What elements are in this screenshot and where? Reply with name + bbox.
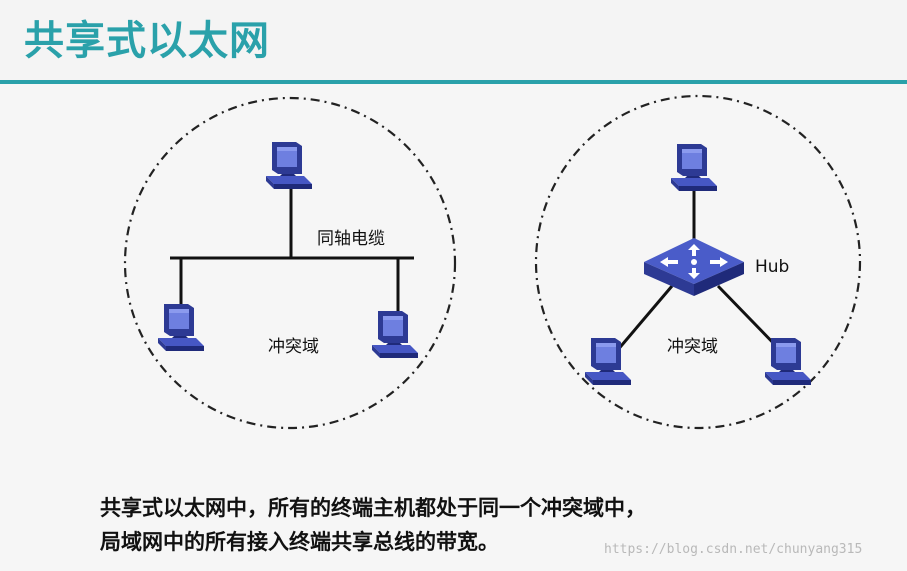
watermark: https://blog.csdn.net/chunyang315 xyxy=(604,542,863,557)
left-network: 同轴电缆 冲突域 xyxy=(123,96,457,430)
hub-label: Hub xyxy=(755,257,789,277)
left-collision-domain-label: 冲突域 xyxy=(268,337,319,357)
title-bar: 共享式以太网 xyxy=(0,0,907,84)
computer-icon xyxy=(671,144,717,191)
right-network: Hub 冲突域 xyxy=(534,94,862,430)
right-collision-domain-boundary xyxy=(534,94,862,430)
left-collision-domain-boundary xyxy=(123,96,457,430)
computer-icon xyxy=(266,142,312,189)
caption: 共享式以太网中，所有的终端主机都处于同一个冲突域中， 局域网中的所有接入终端共享… xyxy=(100,491,860,559)
computer-icon xyxy=(158,304,204,351)
hub-icon xyxy=(644,238,744,296)
caption-line-2: 局域网中的所有接入终端共享总线的带宽。 xyxy=(100,530,499,554)
title-underline xyxy=(0,80,907,84)
page-title: 共享式以太网 xyxy=(24,18,270,64)
coax-cable-label: 同轴电缆 xyxy=(317,229,385,249)
caption-line-1: 共享式以太网中，所有的终端主机都处于同一个冲突域中， xyxy=(100,496,646,520)
computer-icon xyxy=(585,338,631,385)
computer-icon xyxy=(765,338,811,385)
hub-link-left xyxy=(614,285,674,353)
computer-icon xyxy=(372,311,418,358)
right-collision-domain-label: 冲突域 xyxy=(667,337,718,357)
